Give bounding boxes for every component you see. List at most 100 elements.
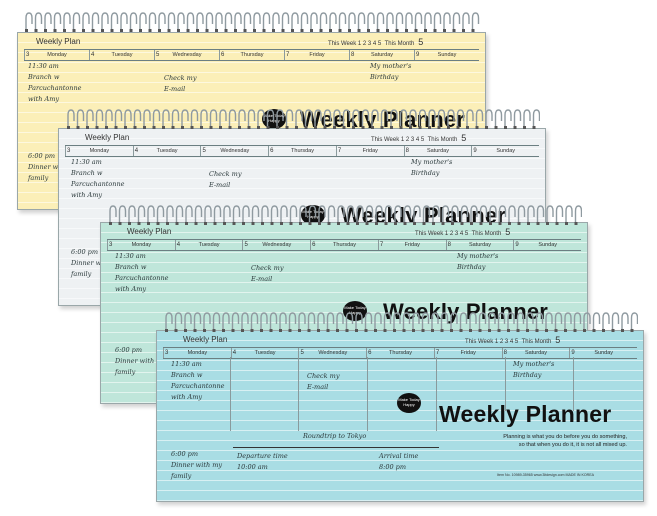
spiral-ring [162, 109, 170, 127]
spiral-ring [450, 312, 458, 330]
spiral-ring [118, 205, 127, 223]
spiral-ring [494, 109, 503, 127]
binding-hole [299, 222, 302, 225]
spiral-ring [405, 12, 413, 30]
binding-hole [165, 329, 168, 332]
spiral-ring [167, 12, 176, 30]
spiral-ring [110, 12, 119, 30]
spiral-ring [298, 312, 306, 330]
binding-hole [466, 126, 469, 129]
binding-hole [260, 329, 263, 332]
binding-hole [440, 329, 444, 332]
spiral-ring [374, 312, 382, 330]
binding-hole [34, 29, 38, 32]
spiral-ring [200, 109, 208, 127]
binding-hole [241, 329, 244, 332]
spiral-ring [523, 109, 531, 127]
spiral-ring [152, 109, 161, 127]
binding-hole [508, 222, 511, 225]
spiral-ring [621, 312, 629, 330]
binding-hole [574, 222, 578, 225]
spiral-ring [485, 109, 493, 127]
spiral-ring [470, 205, 478, 223]
binding-hole [261, 222, 264, 225]
binding-hole [228, 126, 232, 129]
binding-hole [405, 29, 408, 32]
spiral-ring [471, 12, 480, 30]
binding-hole [307, 329, 311, 332]
spiral-ring [44, 12, 52, 30]
spiral-ring [156, 205, 165, 223]
binding-hole [450, 329, 453, 332]
binding-hole [460, 222, 464, 225]
spiral-ring [342, 109, 351, 127]
spiral-ring [285, 109, 294, 127]
spiral-ring [219, 109, 227, 127]
binding-hole [418, 126, 422, 129]
binding-hole [424, 29, 427, 32]
spiral-ring [114, 109, 123, 127]
spiral-ring [357, 12, 366, 30]
spiral-ring [166, 205, 174, 223]
spiral-ring [247, 109, 256, 127]
spiral-ring [205, 12, 214, 30]
binding-hole [257, 126, 260, 129]
binding-hole [447, 126, 450, 129]
binding-hole [212, 329, 216, 332]
binding-hole [621, 329, 624, 332]
binding-hole [167, 29, 171, 32]
spiral-ring [128, 205, 136, 223]
binding-hole [269, 329, 273, 332]
binding-hole [314, 126, 317, 129]
spiral-ring [308, 205, 317, 223]
binding-hole [413, 222, 416, 225]
spiral-ring [422, 205, 431, 223]
binding-hole [535, 329, 539, 332]
spiral-ring [443, 12, 451, 30]
binding-hole [215, 29, 218, 32]
binding-hole [250, 329, 254, 332]
spiral-ring [91, 12, 100, 30]
spiral-ring [181, 109, 189, 127]
spiral-ring [508, 205, 516, 223]
weekly-plan-label: Weekly Plan [183, 335, 228, 344]
binding-hole [485, 126, 488, 129]
spiral-ring [352, 109, 360, 127]
binding-hole [266, 126, 270, 129]
spiral-ring [460, 205, 469, 223]
binding-hole [120, 29, 123, 32]
binding-hole [516, 329, 520, 332]
binding-hole [459, 329, 463, 332]
spiral-ring [139, 12, 147, 30]
spiral-ring [72, 12, 81, 30]
binding-hole [175, 222, 179, 225]
binding-hole [526, 329, 529, 332]
spiral-ring [367, 12, 375, 30]
spiral-ring [376, 12, 385, 30]
binding-hole [475, 126, 479, 129]
spiral-ring [348, 12, 356, 30]
binding-hole [310, 29, 313, 32]
spiral-ring [196, 12, 204, 30]
column-divider [367, 357, 368, 431]
binding-hole [386, 29, 389, 32]
spiral-ring [574, 205, 582, 223]
spiral-ring [488, 312, 496, 330]
spiral-ring [109, 205, 117, 223]
binding-hole [390, 126, 393, 129]
